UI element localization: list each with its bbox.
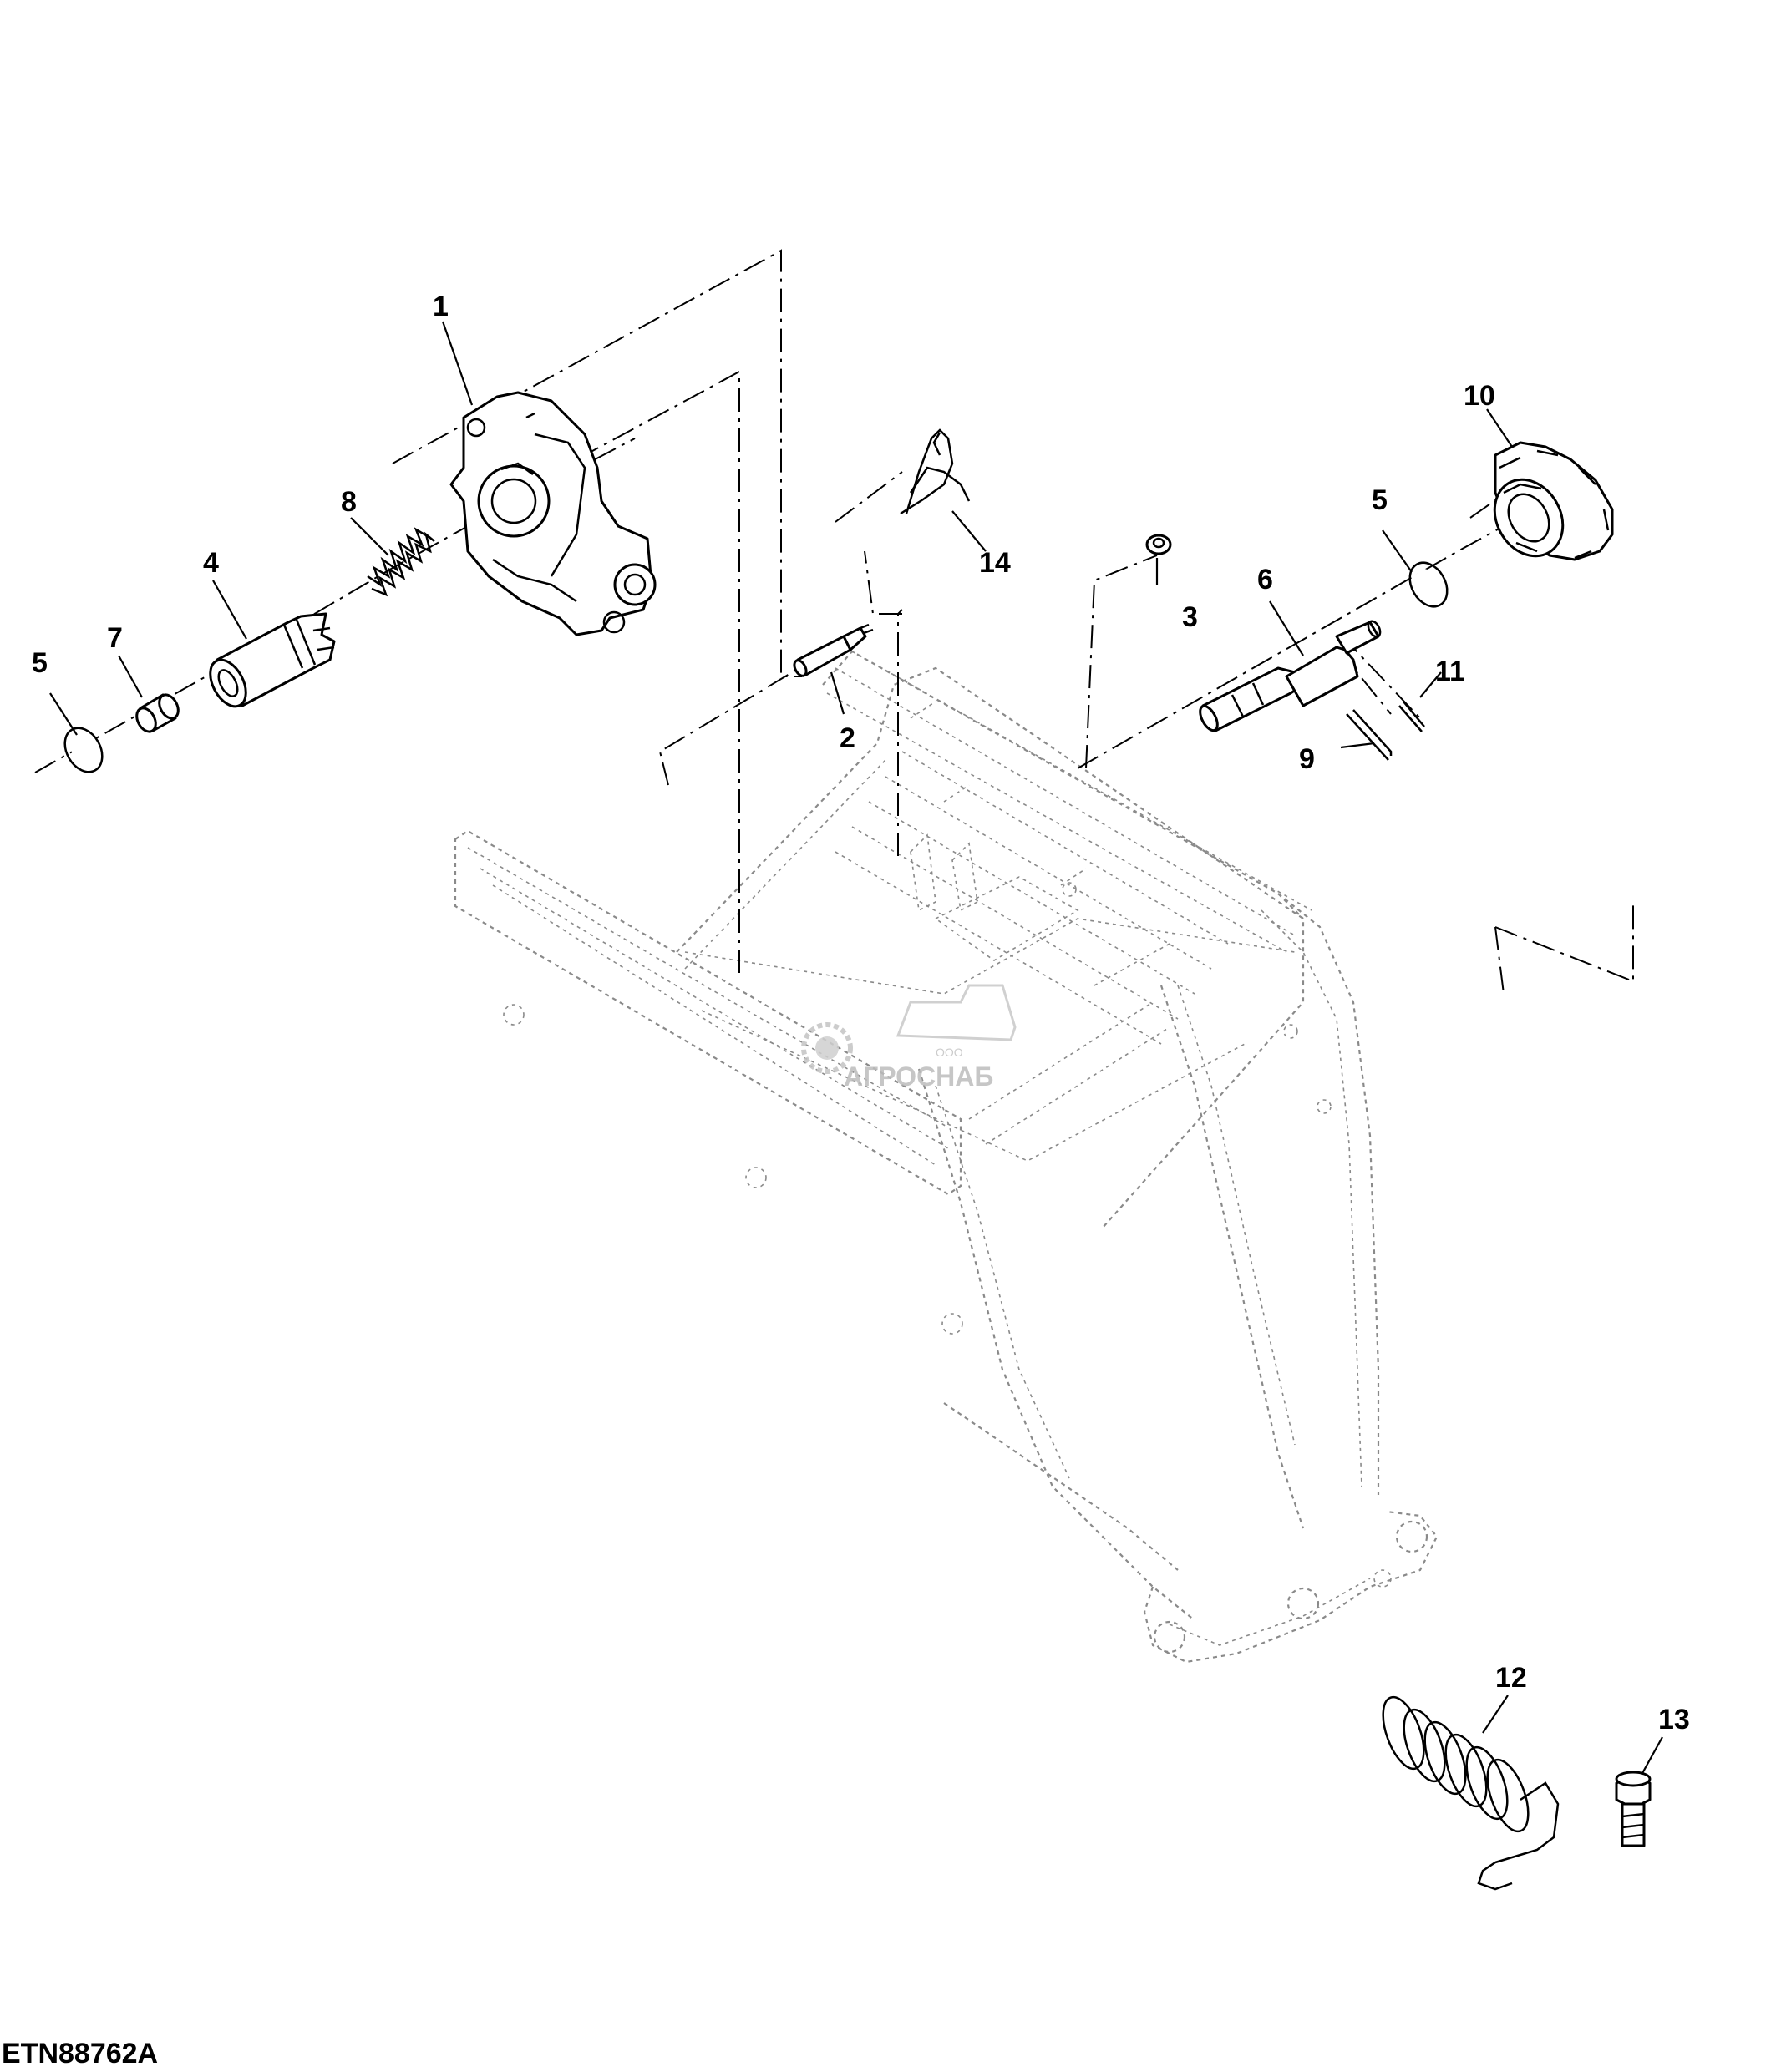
callout-2: 2	[840, 722, 855, 754]
callout-labels: 1 2 3 4 5 5 6 7 8 9 10 11 12 13 14	[32, 291, 1690, 1735]
mounting-frame-outline	[454, 650, 1439, 1664]
callout-9: 9	[1299, 743, 1315, 775]
part-9-pin	[1346, 709, 1393, 761]
watermark-small-text: ООО	[936, 1046, 963, 1059]
drawing-code: ETN88762A	[2, 2038, 158, 2069]
part-4-sleeve	[209, 612, 336, 708]
callout-leaders	[49, 321, 1663, 1776]
callout-7: 7	[107, 622, 123, 654]
part-10-knob	[1493, 441, 1614, 561]
agrosnab-watermark: ООО АГРОСНАБ	[801, 984, 1017, 1092]
part-13-bolt	[1615, 1771, 1652, 1847]
part-6-shaft	[1199, 620, 1382, 732]
part-2-fitting	[793, 623, 874, 677]
callout-5-left: 5	[32, 647, 48, 679]
callout-14: 14	[979, 547, 1011, 579]
callout-12: 12	[1495, 1662, 1527, 1694]
part-11-pin	[1398, 701, 1425, 732]
part-5-snap-ring-right	[1408, 561, 1449, 608]
callout-3: 3	[1182, 601, 1198, 633]
callout-1: 1	[433, 291, 449, 322]
callout-10: 10	[1464, 380, 1495, 412]
part-14-hair-pin	[900, 428, 971, 515]
part-7-bushing	[135, 693, 180, 733]
part-8-spring	[367, 527, 435, 597]
watermark-brand-text: АГРОСНАБ	[844, 1061, 993, 1092]
callout-6: 6	[1257, 564, 1273, 595]
callout-4: 4	[203, 547, 219, 579]
part-5-snap-ring-left	[63, 727, 104, 773]
part-3-nut	[1145, 534, 1172, 555]
part-1-housing	[449, 391, 657, 636]
part-12-torsion-spring	[1382, 1695, 1560, 1891]
assembly-centerlines	[34, 249, 1634, 995]
callout-11: 11	[1435, 656, 1465, 687]
callout-5-right: 5	[1372, 484, 1388, 516]
callout-8: 8	[341, 486, 357, 518]
callout-13: 13	[1658, 1704, 1690, 1735]
